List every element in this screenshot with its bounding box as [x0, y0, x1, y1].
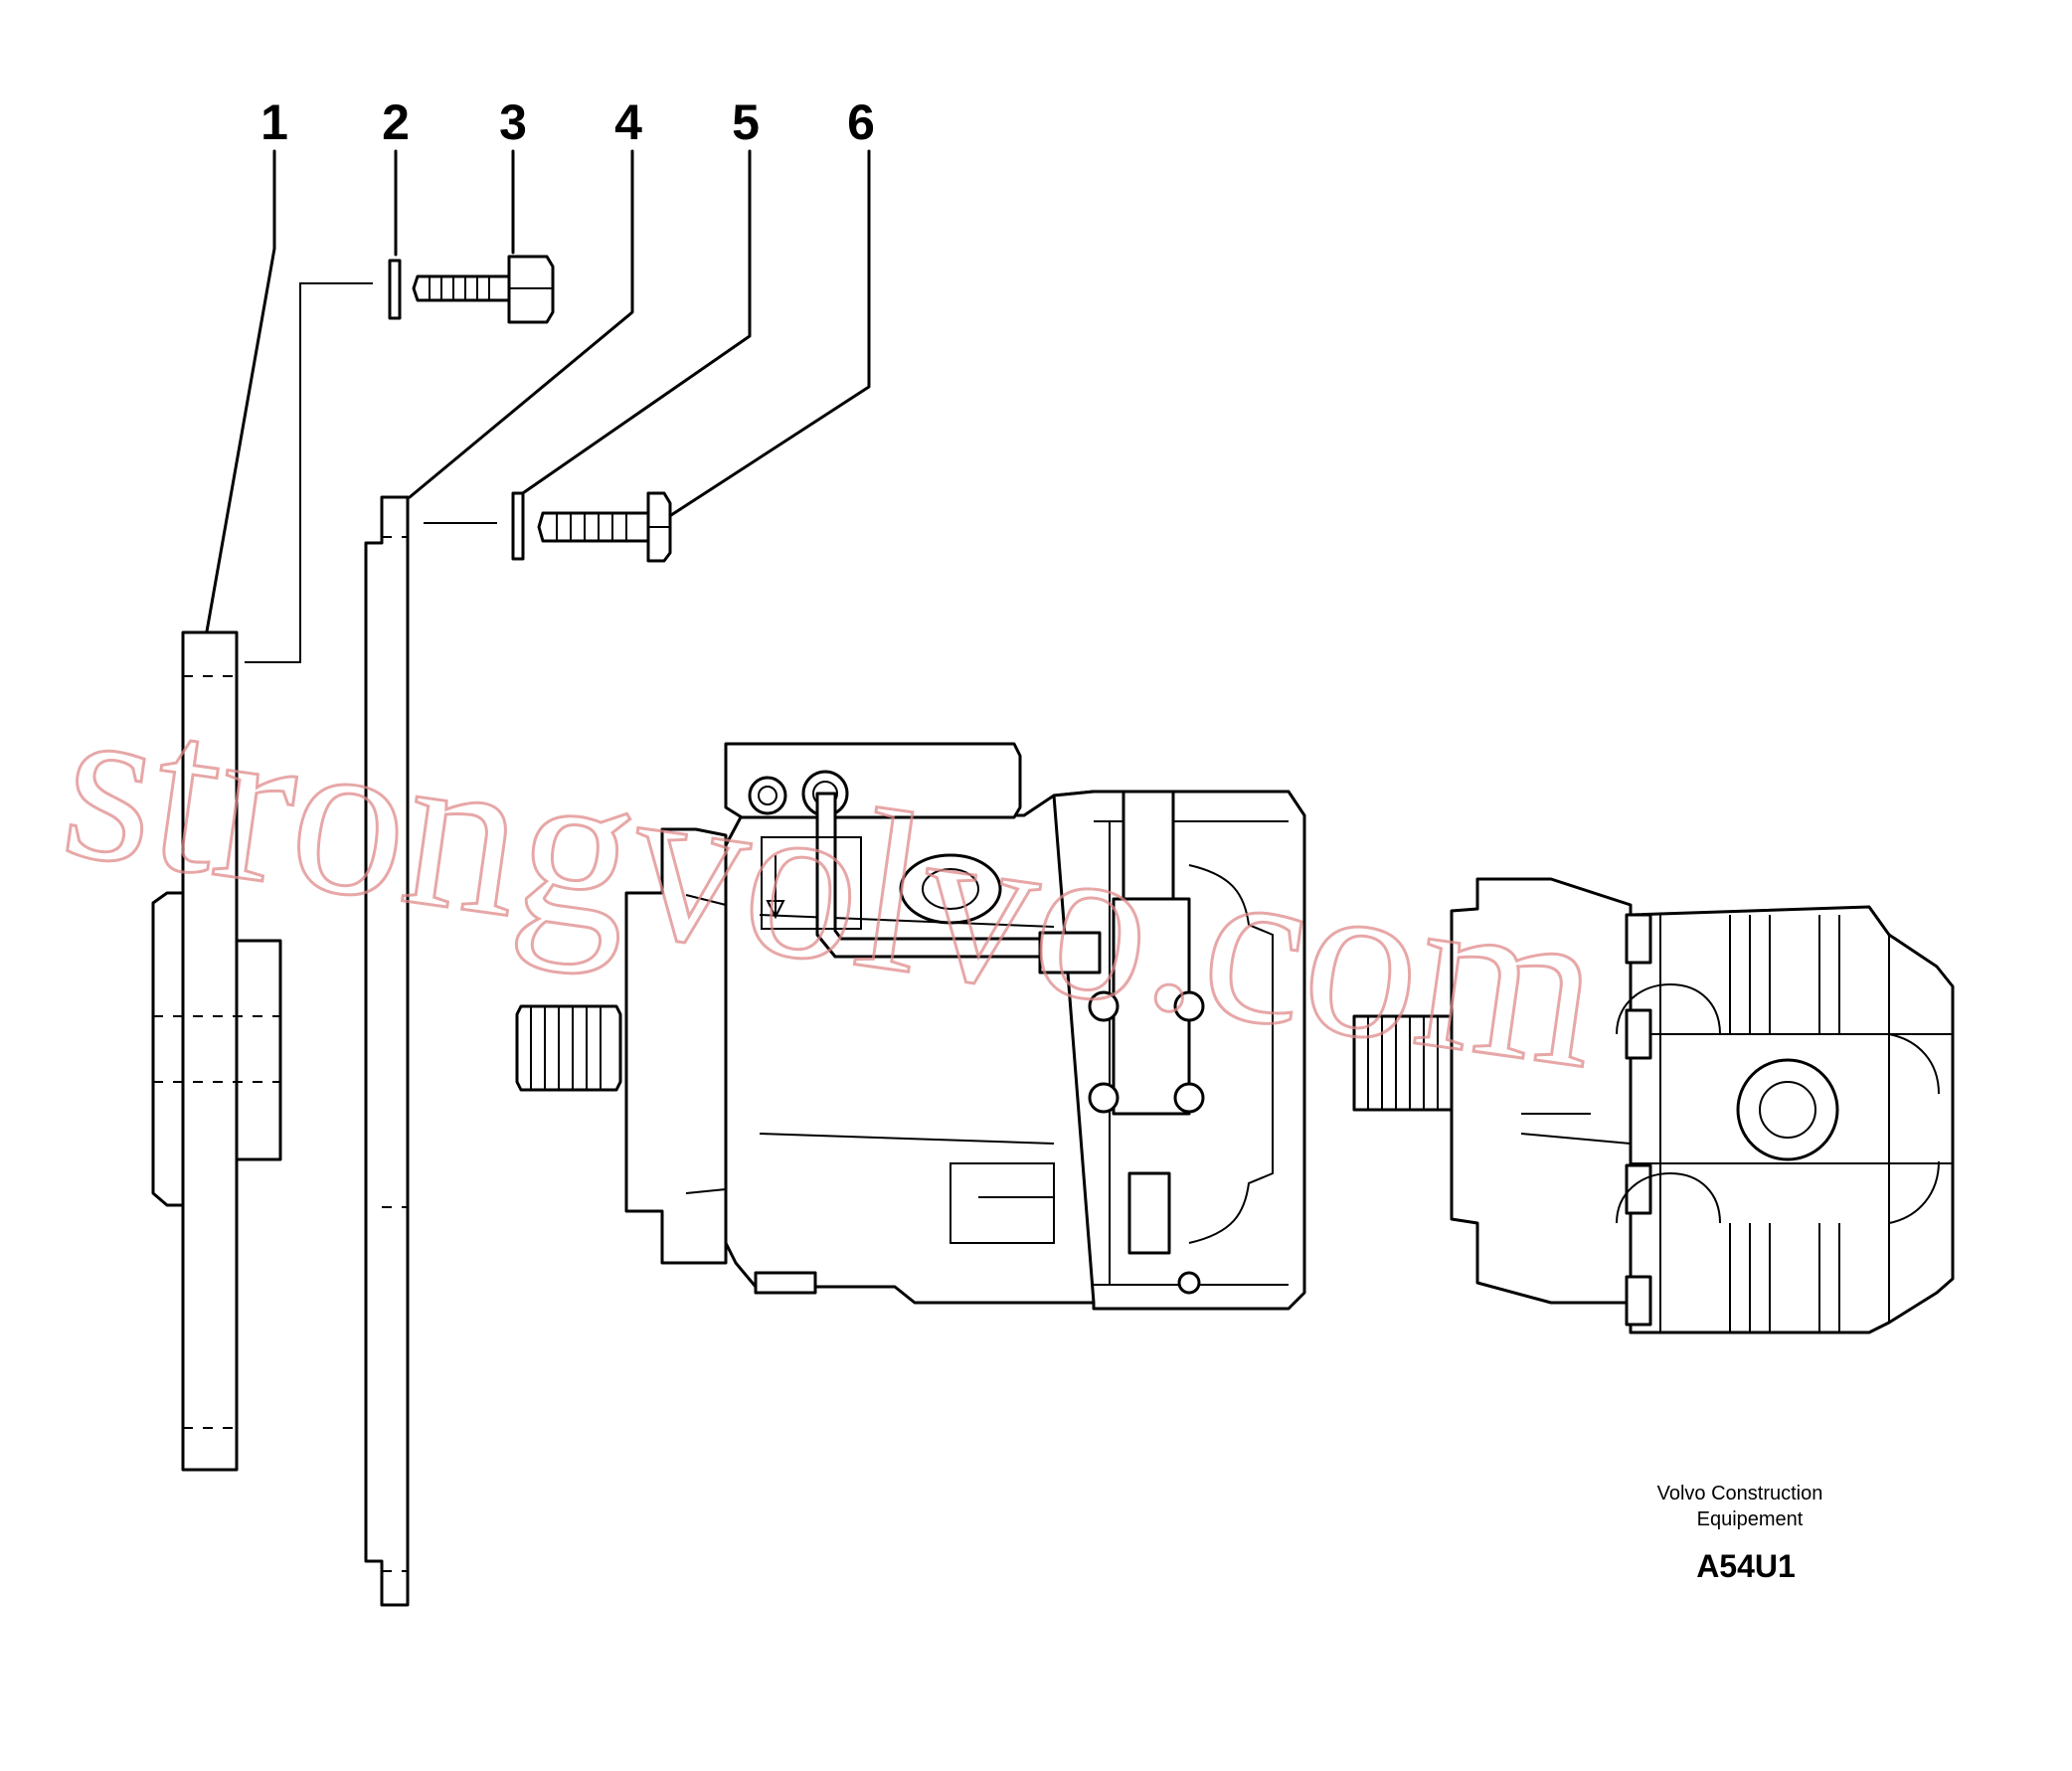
hydraulic-pump-main	[515, 742, 1306, 1311]
footer-company-line2: Equipement	[1697, 1508, 1804, 1530]
gear-pump-secondary	[1352, 877, 1955, 1334]
leader-2b	[245, 282, 373, 663]
callout-6: 6	[847, 94, 875, 150]
callout-3: 3	[499, 94, 527, 150]
footer-company-line1: Volvo Construction	[1657, 1483, 1823, 1505]
coupling-flange	[151, 630, 282, 1472]
leader-6	[666, 149, 871, 519]
bolt-upper	[412, 255, 555, 324]
washer-lower	[511, 491, 525, 561]
callout-2: 2	[382, 94, 410, 150]
callout-1: 1	[260, 94, 288, 150]
washer-upper	[388, 259, 402, 320]
callout-4: 4	[614, 94, 642, 150]
bolt-lower	[537, 491, 672, 563]
leader-lines	[205, 149, 871, 663]
leader-5	[515, 149, 752, 499]
adapter-plate	[364, 495, 410, 1607]
leader-4	[408, 149, 634, 499]
callout-5: 5	[732, 94, 760, 150]
leader-1	[205, 149, 276, 633]
drawing-code: A54U1	[1696, 1548, 1796, 1584]
